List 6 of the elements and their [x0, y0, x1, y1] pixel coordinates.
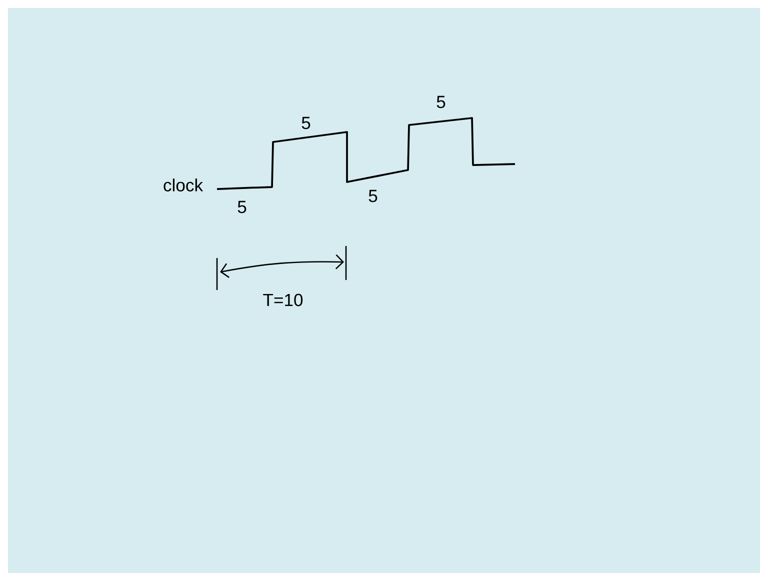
- duration-label: 5: [436, 96, 446, 108]
- duration-label: 5: [238, 200, 246, 214]
- period-label: T=10: [263, 294, 303, 306]
- signal-label: clock: [164, 178, 204, 192]
- duration-label: 5: [302, 116, 310, 130]
- duration-label: 5: [368, 190, 378, 202]
